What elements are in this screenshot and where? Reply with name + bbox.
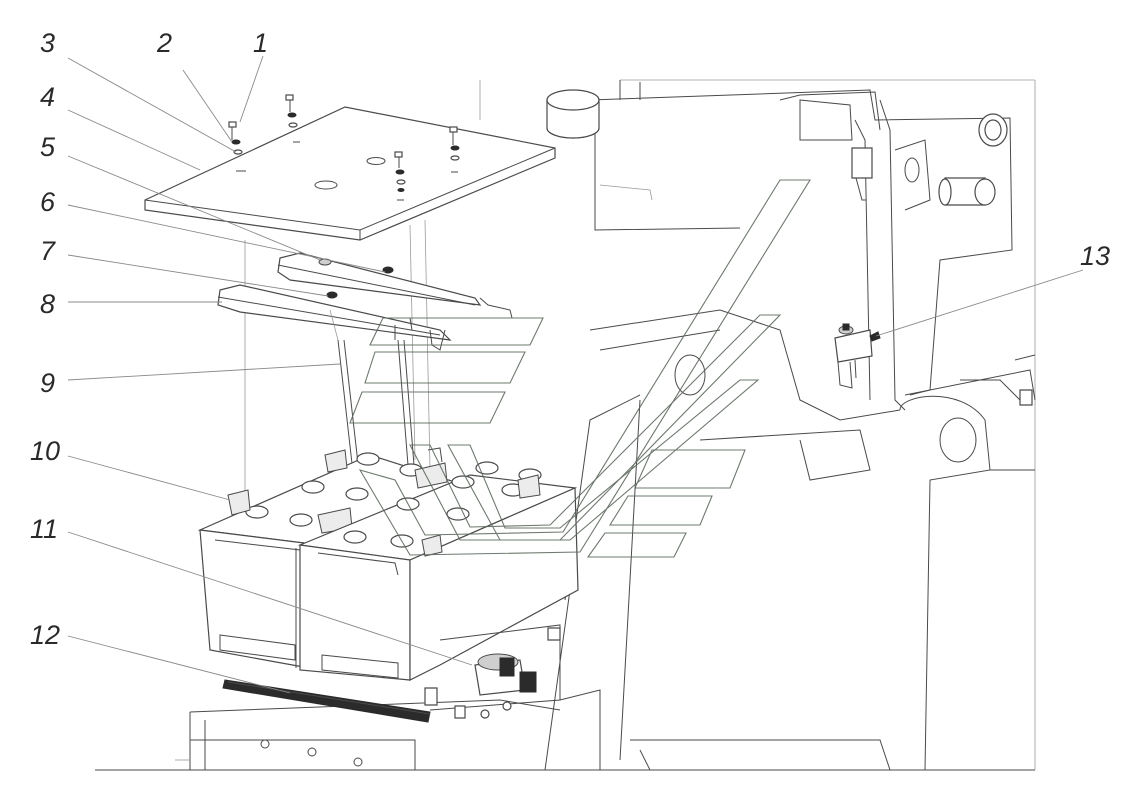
leader-13 [875,269,1084,337]
sensor-fitting [851,147,873,201]
leader-12 [67,635,291,694]
leader-10 [67,455,231,501]
clamp-bar-lower [217,284,513,351]
callout-8: 8 [40,289,55,319]
leader-7 [67,254,329,297]
leader-5 [67,155,321,261]
callout-3: 3 [40,28,55,58]
callout-1: 1 [253,28,268,58]
callout-2: 2 [156,28,172,58]
callout-labels: 1 2 3 4 5 6 7 8 9 10 11 12 13 [30,28,1110,650]
leader-11 [67,531,473,666]
hose-fitting-upper [978,113,1008,147]
leader-9 [67,363,341,381]
bolt-b [285,94,298,128]
callout-10: 10 [30,436,60,466]
bolt-d [449,126,460,161]
chassis-frame [95,79,1036,771]
tie-rods [329,309,415,491]
battery-disconnect-switch [424,624,561,719]
bolt-c [394,151,406,192]
leader-3 [67,57,237,153]
hose-fitting-lower [938,177,996,206]
leader-4 [67,109,201,171]
watermark-logo [349,179,811,558]
callout-4: 4 [40,82,55,112]
filler-cap [546,89,600,139]
callout-5: 5 [40,132,56,162]
callout-7: 7 [40,236,56,266]
callout-9: 9 [40,368,55,398]
callout-12: 12 [30,620,60,650]
leader-lines [67,55,1084,694]
callout-11: 11 [30,514,58,544]
battery-base-pad [222,679,431,723]
leader-6 [67,204,386,273]
callout-6: 6 [40,187,56,217]
leader-2 [182,69,233,143]
callout-13: 13 [1080,241,1110,271]
relay-component [834,323,881,389]
lid-bolt-set [228,94,460,192]
clamp-bar-upper [277,252,482,306]
leader-1 [239,55,264,123]
battery-right [297,447,579,681]
